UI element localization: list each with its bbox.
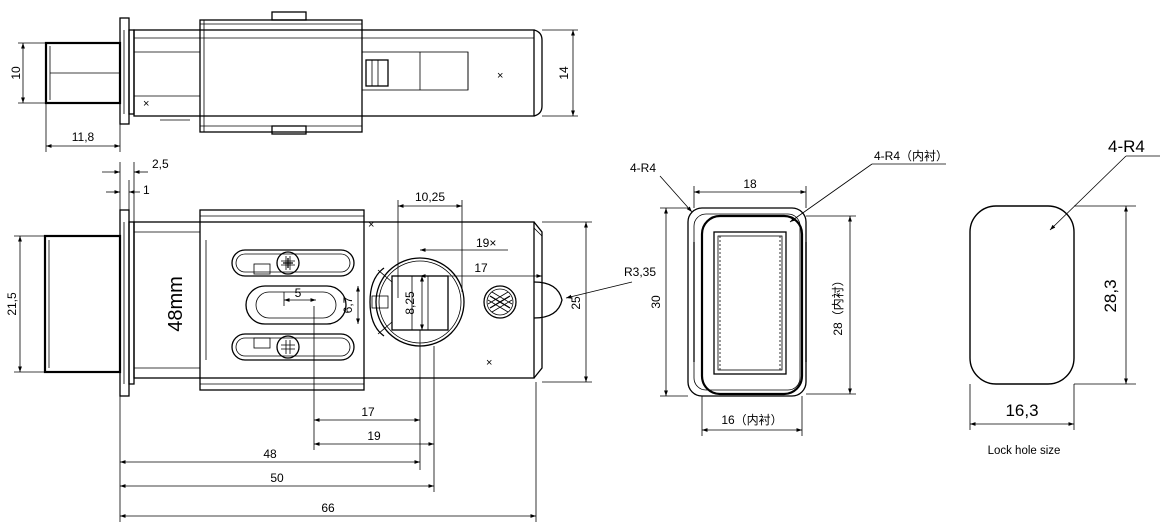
dim-66: 66 — [321, 501, 335, 515]
dim-1: 1 — [143, 183, 150, 197]
dim-16: 16（内衬） — [721, 413, 782, 427]
svg-text:×: × — [486, 357, 492, 369]
svg-text:×: × — [497, 70, 503, 82]
dim-16-3: 16,3 — [1005, 401, 1038, 420]
dim-48: 48 — [263, 447, 277, 461]
dim-10-25: 10,25 — [415, 190, 445, 204]
lock-hole-caption: Lock hole size — [988, 445, 1061, 457]
dim-6-7: 6,7 — [341, 296, 355, 313]
dim-18: 18 — [743, 177, 757, 191]
dim-8-25: 8,25 — [403, 291, 417, 315]
label-4-r4-hole: 4-R4 — [1108, 137, 1145, 156]
dim-2-5: 2,5 — [152, 157, 169, 171]
dim-19x: 19× — [476, 236, 496, 250]
label-4-r4-a: 4-R4 — [630, 161, 656, 175]
svg-text:×: × — [368, 219, 374, 231]
lock-hole-view: 4-R4 28,3 16,3 Lock hole size — [969, 137, 1160, 457]
dim-17-bottom: 17 — [361, 405, 375, 419]
dim-25: 25 — [569, 296, 583, 310]
dim-10: 10 — [9, 66, 23, 80]
dim-5: 5 — [295, 286, 302, 300]
dim-19-bottom: 19 — [367, 429, 381, 443]
dim-21-5: 21,5 — [5, 292, 19, 316]
dim-11-8: 11,8 — [72, 130, 95, 144]
dim-30: 30 — [649, 295, 663, 309]
dim-28-3: 28,3 — [1101, 279, 1120, 312]
dim-50: 50 — [270, 471, 284, 485]
dim-r3-35: R3,35 — [624, 265, 656, 279]
top-view: × × 10 14 11,8 — [9, 11, 578, 152]
label-4-r4-b: 4-R4（内衬） — [874, 149, 948, 163]
label-48mm: 48mm — [165, 276, 187, 332]
side-view: 18 4-R4 4-R4（内衬） 30 28（内衬） 16（内衬） — [630, 149, 948, 436]
dim-28: 28（内衬） — [831, 274, 845, 335]
front-view: × × 48mm 21,5 2,5 1 10,25 19× 17 — [5, 157, 656, 522]
svg-text:×: × — [143, 98, 149, 110]
dim-14: 14 — [557, 66, 571, 80]
dim-17-top: 17 — [474, 261, 488, 275]
